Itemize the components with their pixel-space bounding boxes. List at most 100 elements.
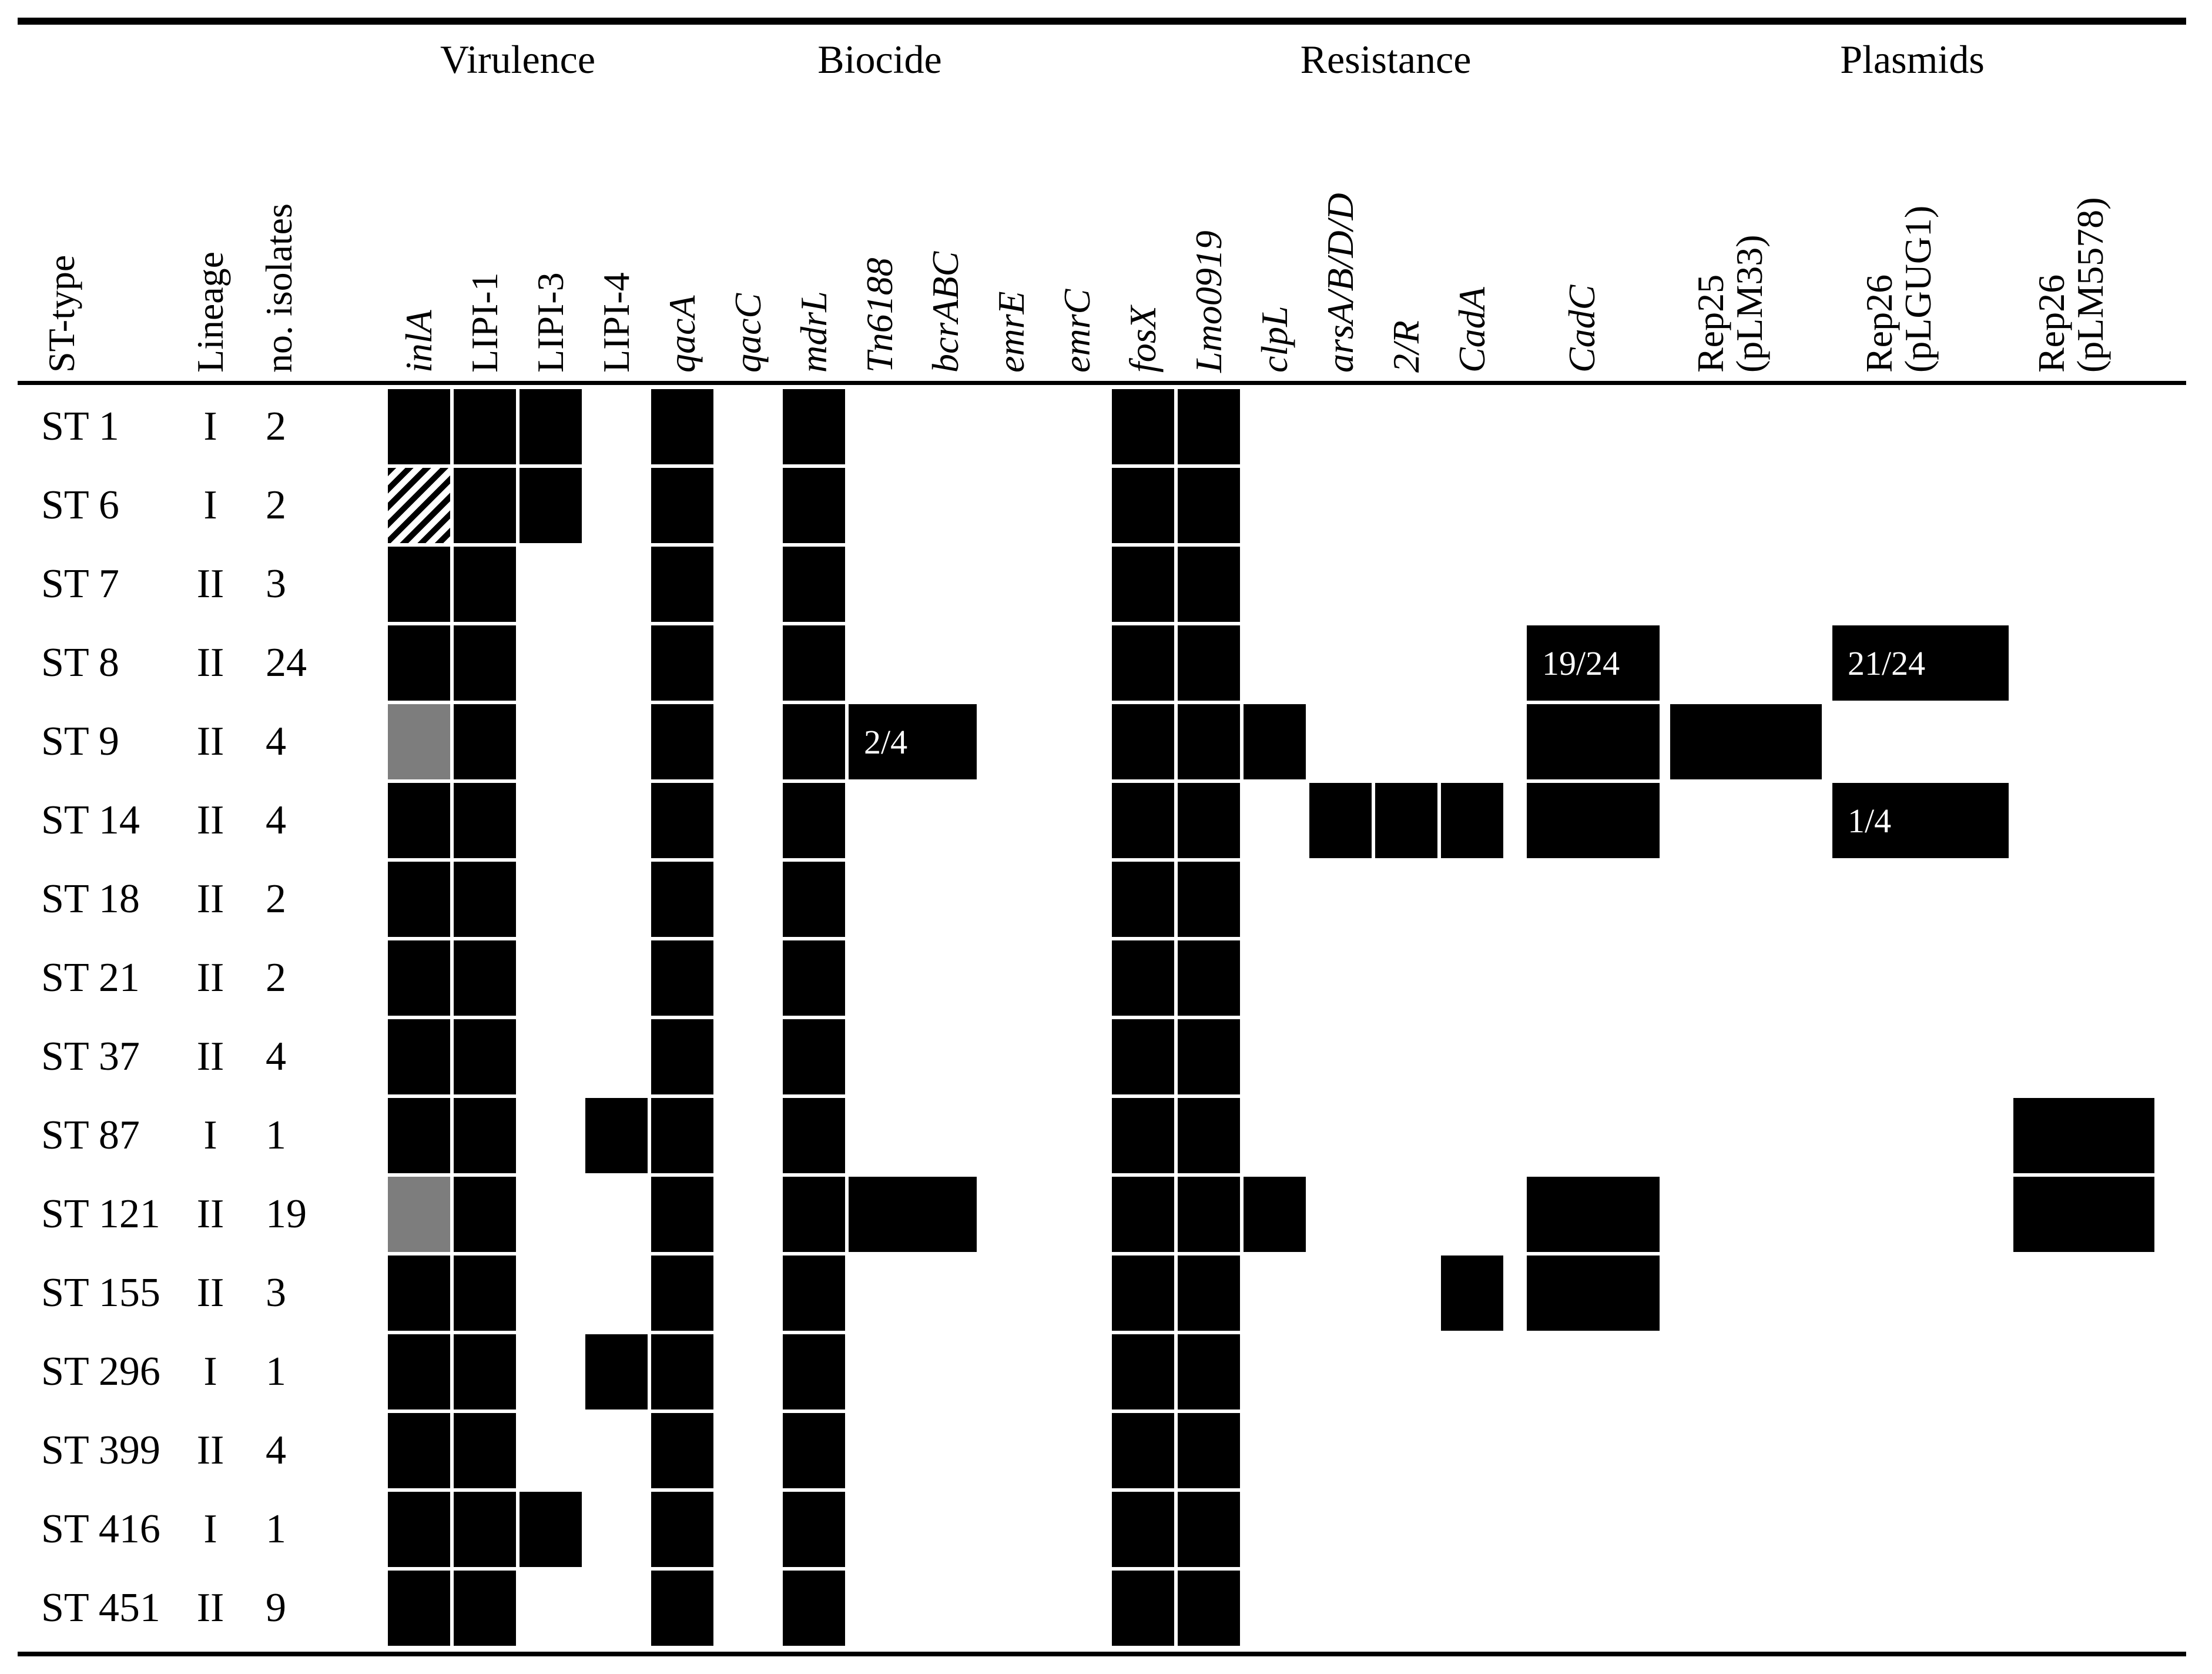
matrix-cell-Lmo0919 [1178,1019,1240,1094]
matrix-cell-qacA [651,625,713,701]
matrix-cell-LIPI1 [454,1571,516,1646]
column-header-Lmo0919: Lmo0919 [1188,230,1229,373]
lineage-value: I [203,1506,217,1552]
table-bottom-rule [18,1652,2186,1656]
isolate-count: 4 [266,1428,286,1473]
matrix-cell-LIPI1 [454,704,516,779]
matrix-cell-Lmo0919 [1178,1098,1240,1173]
lineage-value: II [196,640,224,685]
matrix-cell-LIPI1 [454,389,516,464]
st-type-label: ST 296 [41,1349,160,1394]
matrix-cell-inlA [388,1492,450,1567]
matrix-cell-Rep25 [1670,704,1822,779]
st-type-label: ST 416 [41,1506,160,1552]
lineage-value: I [203,1113,217,1158]
column-header-emrE: emrE [990,291,1032,373]
matrix-cell-Lmo0919 [1178,1492,1240,1567]
matrix-cell-qacA [651,1334,713,1409]
matrix-cell-arsABDD [1309,783,1372,858]
isolate-count: 4 [266,798,286,843]
column-header-CadC: CadC [1561,284,1603,373]
matrix-cell-mdrL [783,862,845,937]
matrix-cell-fosX [1112,547,1174,622]
matrix-cell-CadA [1441,783,1503,858]
column-header-emrC: emrC [1056,289,1098,373]
matrix-cell-mdrL [783,1492,845,1567]
matrix-cell-inlA [388,389,450,464]
matrix-cell-LIPI1 [454,547,516,622]
matrix-cell-LIPI4 [585,1098,648,1173]
matrix-cell-clpL [1244,704,1306,779]
column-header-LIPI3: LIPI-3 [529,272,571,373]
lineage-value: I [203,404,217,449]
st-type-label: ST 6 [41,483,119,528]
matrix-cell-Rep26M [2013,1098,2154,1173]
matrix-cell-LIPI3 [520,1492,582,1567]
matrix-cell-Lmo0919 [1178,1413,1240,1488]
isolate-count: 4 [266,1034,286,1079]
column-header-Rep26M-line: (pLM5578) [2069,197,2111,373]
st-type-label: ST 451 [41,1585,160,1631]
matrix-cell-inlA [388,1571,450,1646]
matrix-cell-inlA [388,862,450,937]
lineage-value: II [196,1270,224,1315]
matrix-cell-Lmo0919 [1178,625,1240,701]
matrix-cell-mdrL [783,1334,845,1409]
matrix-cell-mdrL [783,1256,845,1331]
matrix-cell-Tn6188 [849,1177,977,1252]
column-header-Rep25: Rep25(pLM33) [1690,235,1770,373]
matrix-cell-fosX [1112,389,1174,464]
lineage-value: II [196,719,224,764]
matrix-cell-mdrL [783,940,845,1016]
matrix-cell-Lmo0919 [1178,1334,1240,1409]
matrix-cell-fosX [1112,1177,1174,1252]
matrix-cell-Lmo0919 [1178,547,1240,622]
column-group-label: Resistance [1300,37,1472,82]
column-header-Rep26G: Rep26(pLGUG1) [1858,206,1939,373]
matrix-cell-qacA [651,940,713,1016]
matrix-cell-Tn6188: 2/4 [849,704,977,779]
matrix-cell-LIPI1 [454,1019,516,1094]
matrix-cell-LIPI1 [454,468,516,543]
lineage-value: II [196,1034,224,1079]
column-header-qacC: qacC [727,293,769,373]
matrix-cell-Lmo0919 [1178,704,1240,779]
matrix-cell-LIPI1 [454,1334,516,1409]
lineage-value: II [196,876,224,922]
lineage-value: II [196,1585,224,1631]
row-header-isolates-label: no. isolates [258,203,300,373]
isolate-count: 19 [266,1191,307,1237]
column-header-mdrL: mdrL [793,291,834,373]
matrix-cell-CadC [1527,1256,1660,1331]
matrix-cell-fosX [1112,1571,1174,1646]
matrix-cell-qacA [651,389,713,464]
lineage-value: II [196,561,224,607]
matrix-cell-mdrL [783,625,845,701]
matrix-cell-fraction-label: 21/24 [1848,644,1926,682]
matrix-cell-mdrL [783,1098,845,1173]
matrix-cell-CadC [1527,783,1660,858]
matrix-cell-mdrL [783,1019,845,1094]
column-header-R2: 2/R [1385,320,1427,373]
matrix-cell-fosX [1112,1098,1174,1173]
row-header-lineage-label: Lineage [189,251,231,373]
matrix-cell-LIPI1 [454,1177,516,1252]
lineage-value: II [196,1191,224,1237]
column-header-bcrABC: bcrABC [924,251,966,373]
column-header-Rep26M-line: Rep26 [2030,274,2072,373]
matrix-cell-fosX [1112,1492,1174,1567]
matrix-cell-CadC [1527,704,1660,779]
st-type-label: ST 14 [41,798,140,843]
matrix-cell-mdrL [783,704,845,779]
st-type-label: ST 121 [41,1191,160,1237]
matrix-cell-qacA [651,704,713,779]
matrix-cell-qacA [651,1571,713,1646]
isolate-count: 9 [266,1585,286,1631]
isolate-count: 1 [266,1113,286,1158]
matrix-cell-qacA [651,1177,713,1252]
isolate-count: 2 [266,483,286,528]
matrix-cell-R2 [1375,783,1437,858]
matrix-cell-mdrL [783,547,845,622]
matrix-cell-Lmo0919 [1178,862,1240,937]
lineage-value: II [196,1428,224,1473]
